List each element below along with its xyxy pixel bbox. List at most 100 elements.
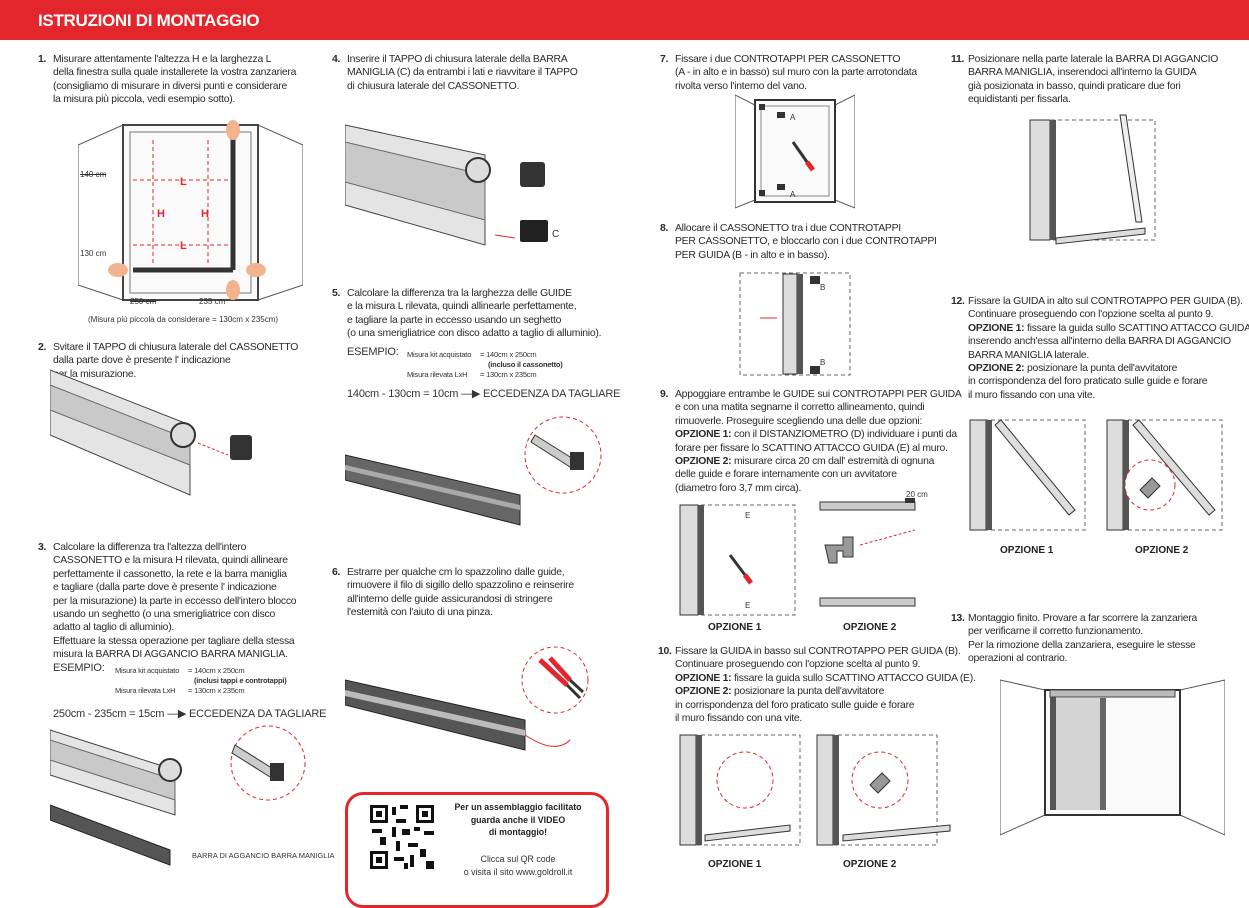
step-1: 1.Misurare attentamente l'altezza H e la… bbox=[38, 53, 297, 107]
step-text-line: Inserire il TAPPO di chiusura laterale d… bbox=[347, 54, 568, 65]
step-number: 1. bbox=[38, 54, 47, 65]
option-text: con il DISTANZIOMETRO (D) individuare i … bbox=[731, 429, 957, 441]
step-number: 10. bbox=[658, 646, 672, 657]
step-12: 12.Fissare la GUIDA in alto sul CONTROTA… bbox=[951, 295, 1249, 402]
step-text-line: PER CASSONETTO, e bloccarlo con i due CO… bbox=[675, 236, 937, 248]
step-text-line: Fissare la GUIDA in basso sul CONTROTAPP… bbox=[675, 646, 961, 657]
step-text-line: all'interno delle guide assicurandosi di… bbox=[347, 593, 553, 605]
step-text-line: Fissare i due CONTROTAPPI PER CASSONETTO bbox=[675, 54, 901, 65]
guide-bottom-fix-illustration bbox=[679, 734, 951, 846]
step-number: 9. bbox=[660, 389, 669, 400]
option-text: posizionare la punta dell'avvitatore bbox=[731, 686, 885, 698]
step-text-line: Calcolare la differenza tra l'altezza de… bbox=[53, 542, 247, 553]
option-1-label-step12: OPZIONE 1 bbox=[1000, 545, 1054, 556]
option-prefix: OPZIONE 1: bbox=[968, 322, 1025, 334]
step-text-line: della finestra sulla quale installerete … bbox=[53, 67, 297, 79]
step-text-line: BARRA MANIGLIA laterale. bbox=[968, 349, 1090, 361]
step-text-line: (consigliamo di misurare in diversi punt… bbox=[53, 80, 288, 92]
step-3: 3.Calcolare la differenza tra l'altezza … bbox=[38, 541, 297, 662]
step-6: 6. Estrarre per qualche cm lo spazzolino … bbox=[332, 566, 574, 620]
label-L-top: L bbox=[180, 176, 187, 188]
label-b-top: B bbox=[820, 283, 826, 292]
option-prefix: OPZIONE 2: bbox=[675, 456, 732, 468]
option-prefix: OPZIONE 2: bbox=[675, 686, 732, 698]
step-text-line: perfettamente il cassonetto, la rete e l… bbox=[53, 568, 287, 580]
step-number: 5. bbox=[332, 288, 341, 299]
measure-right: 235 cm bbox=[199, 297, 226, 306]
measure-top: 140 cm bbox=[80, 170, 107, 179]
step-text-line: la misura più piccola, vedi esempio sott… bbox=[53, 94, 236, 106]
barra-aggancio-side-illustration bbox=[1029, 114, 1156, 245]
label-a-bottom: A bbox=[790, 190, 796, 199]
step-11: 11.Posizionare nella parte laterale la B… bbox=[951, 53, 1219, 107]
arrow-right-icon: —▶ bbox=[461, 388, 481, 400]
label-H-left: H bbox=[157, 208, 165, 220]
label-H-right: H bbox=[201, 208, 209, 220]
step-text-line: e con una matita segnarne il corretto al… bbox=[675, 402, 925, 414]
step-text-line: Calcolare la differenza tra la larghezza… bbox=[347, 288, 572, 299]
step-text-line: l'estemità con l'aiuto di una pinza. bbox=[347, 607, 493, 619]
label-e-top: E bbox=[745, 511, 751, 520]
step-10: 10.Fissare la GUIDA in basso sul CONTROT… bbox=[658, 645, 976, 725]
step-text-line: Svitare il TAPPO di chiusura laterale de… bbox=[53, 342, 299, 353]
step-text-line: operazioni al contrario. bbox=[968, 653, 1068, 665]
step-number: 13. bbox=[951, 613, 965, 624]
step-text-line: Estrarre per qualche cm lo spazzolino da… bbox=[347, 567, 565, 578]
step-text-line: Effettuare la stessa operazione per tagl… bbox=[53, 635, 295, 647]
spazzolino-pliers-illustration bbox=[345, 646, 589, 751]
step-text-line: adatto al taglio di alluminio). bbox=[53, 622, 175, 634]
option-2-label-step10: OPZIONE 2 bbox=[843, 859, 897, 870]
step-5: 5. Calcolare la differenza tra la larghez… bbox=[332, 287, 601, 341]
option-2-label-step9: OPZIONE 2 bbox=[843, 622, 897, 633]
option-text: posizionare la punta dell'avvitatore bbox=[1024, 363, 1178, 375]
step-text-line: CASSONETTO e la misura H rilevata, quind… bbox=[53, 555, 288, 567]
website-link[interactable]: o visita il sito www.goldroll.it bbox=[463, 866, 573, 877]
option-prefix: OPZIONE 1: bbox=[675, 429, 732, 441]
measure-bottom: 130 cm bbox=[80, 249, 107, 258]
step-text-line: Posizionare nella parte laterale la BARR… bbox=[968, 54, 1219, 65]
guide-cut-illustration bbox=[345, 416, 602, 526]
step-text-line: rimuoverle. Proseguire scegliendo una de… bbox=[675, 415, 923, 427]
step-9: 9.Appoggiare entrambe le GUIDE sui CONTR… bbox=[660, 388, 962, 495]
page-header: ISTRUZIONI DI MONTAGGIO bbox=[0, 0, 1249, 40]
step-text-line: dalla parte dove è presente l' indicazio… bbox=[53, 355, 231, 367]
cassonetto-cap-illustration bbox=[50, 369, 252, 496]
step-number: 6. bbox=[332, 567, 341, 578]
measure-left: 250 cm bbox=[130, 297, 157, 306]
step-text-line: OPZIONE 2: posizionare la punta dell'avv… bbox=[675, 685, 976, 698]
step-text-line: per verificarne il corretto funzionament… bbox=[968, 626, 1143, 638]
formula-step3: 250cm - 235cm = 15cm —▶ ECCEDENZA DA TAG… bbox=[53, 708, 327, 720]
step-number: 2. bbox=[38, 342, 47, 353]
step-text-line: OPZIONE 2: posizionare la punta dell'avv… bbox=[968, 362, 1249, 375]
step-text-line: OPZIONE 1: fissare la guida sullo SCATTI… bbox=[968, 322, 1249, 335]
step-text-line: e tagliare la parte in eccesso usando un… bbox=[347, 314, 562, 326]
option-prefix: OPZIONE 2: bbox=[968, 363, 1025, 375]
step-7: 7. Fissare i due CONTROTAPPI PER CASSONET… bbox=[660, 53, 917, 93]
step-2: 2. Svitare il TAPPO di chiusura laterale … bbox=[38, 341, 299, 381]
label-20cm: 20 cm bbox=[906, 490, 928, 499]
guide-alignment-illustration bbox=[679, 498, 916, 616]
step-number: 7. bbox=[660, 54, 669, 65]
cassonetto-cut-illustration bbox=[50, 725, 306, 866]
step-text-line: OPZIONE 2: misurare circa 20 cm dall' es… bbox=[675, 455, 962, 468]
step-text-line: equidistanti per fissarla. bbox=[968, 94, 1071, 106]
step-text-line: inserendo anch'essa all'interno della BA… bbox=[968, 336, 1231, 348]
step-number: 11. bbox=[951, 54, 965, 65]
step-number: 4. bbox=[332, 54, 341, 65]
step-13: 13.Montaggio finito. Provare a far scorr… bbox=[951, 612, 1197, 666]
step-text-line: usando un seghetto (o una smerigliatrice… bbox=[53, 609, 276, 621]
step-text-line: in corrispondenza del foro praticato sul… bbox=[968, 376, 1208, 388]
step-text-line: Fissare la GUIDA in alto sul CONTROTAPPO… bbox=[968, 296, 1243, 307]
step-text-line: già posizionata in basso, quindi pratica… bbox=[968, 80, 1181, 92]
step-text-line: misura la BARRA DI AGGANCIO BARRA MANIGL… bbox=[53, 649, 288, 661]
example-step5: ESEMPIO: Misura kit acquistato = 140cm x… bbox=[347, 346, 563, 379]
step-text-line: rivolta verso l'interno del vano. bbox=[675, 80, 807, 92]
step-number: 8. bbox=[660, 223, 669, 234]
page-title: ISTRUZIONI DI MONTAGGIO bbox=[38, 11, 260, 30]
step-text-line: (A - in alto e in basso) sul muro con la… bbox=[675, 67, 917, 79]
option-1-label-step9: OPZIONE 1 bbox=[708, 622, 762, 633]
qr-code[interactable] bbox=[370, 805, 434, 869]
step-text-line: delle guide e forare internamente con un… bbox=[675, 469, 897, 481]
window-measure-illustration bbox=[78, 120, 303, 301]
